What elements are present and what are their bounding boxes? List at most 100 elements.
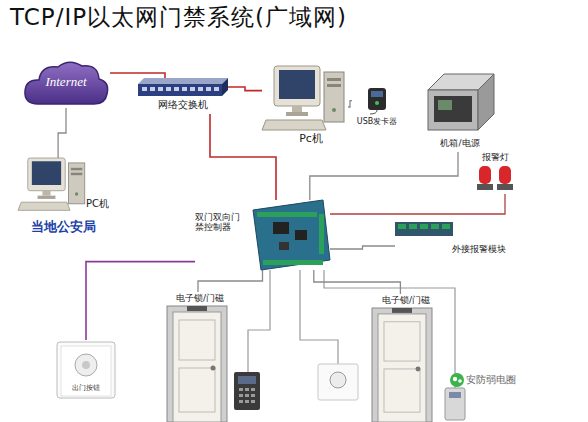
switch-icon-part <box>138 78 228 84</box>
module-icon-part <box>442 224 450 229</box>
node-label: 出门按钮 <box>55 384 117 392</box>
switch-icon-part <box>150 87 155 91</box>
key <box>251 394 255 397</box>
node-label: 机箱/电源 <box>426 138 494 148</box>
door-icon-part <box>179 320 215 360</box>
switch-icon-part <box>182 87 187 91</box>
pc-icon-part <box>324 72 344 122</box>
switch-icon-part <box>138 84 222 96</box>
access-controller: 双门双向门禁控制器 <box>195 200 330 270</box>
diagram-title: TCP/IP以太网门禁系统(广域网) <box>10 2 347 33</box>
key <box>245 388 249 391</box>
alarm-lamp: 报警灯 <box>470 150 520 194</box>
pc-icon-part <box>18 202 70 210</box>
module-icon-part <box>409 224 417 229</box>
key <box>239 400 243 403</box>
node-label: 电子锁/门磁 <box>374 295 438 305</box>
door-lock: 电子锁/门磁 <box>163 292 233 422</box>
board-icon-part <box>279 242 289 250</box>
alarm-module: 外接报警模块 <box>395 222 520 262</box>
chassis-icon-part <box>434 96 472 122</box>
wire-connector <box>314 270 401 294</box>
node-label: 外接报警模块 <box>439 244 519 254</box>
module-icon-part <box>431 224 439 229</box>
pc-icon <box>262 66 348 132</box>
board-icon-part <box>319 214 324 254</box>
pc-icon-part <box>71 173 82 175</box>
board-icon-part <box>253 200 330 270</box>
pc-icon-part <box>274 66 320 106</box>
board-icon-part <box>273 222 289 234</box>
reader-screen <box>449 392 461 398</box>
switch-icon-part <box>142 87 147 91</box>
key <box>251 400 255 403</box>
module-icon-part <box>420 224 428 229</box>
switch-icon-part <box>190 87 195 91</box>
door-icon-part <box>384 322 420 361</box>
wire-connector <box>110 73 165 78</box>
node-label: 双门双向门禁控制器 <box>195 212 245 233</box>
reader-keys <box>239 388 255 403</box>
wire-connector <box>330 194 505 214</box>
module-icon <box>395 222 453 236</box>
switch-icon-part <box>174 87 179 91</box>
reader-body <box>234 372 260 410</box>
door-icon-part <box>187 306 207 311</box>
door-icon-part <box>416 366 421 371</box>
internet-cloud: Internet <box>22 58 110 108</box>
exit-button: 出门按钮 <box>55 340 117 400</box>
pc-icon-part <box>279 70 315 99</box>
pc-icon-part <box>71 168 82 170</box>
board-icon <box>253 200 330 270</box>
switch-icon-part <box>214 87 219 91</box>
wire-connector <box>348 101 352 107</box>
pc-icon <box>18 158 88 212</box>
watermark-icon <box>450 373 464 387</box>
node-label: 当地公安局 <box>14 220 112 235</box>
board-icon-part <box>257 212 317 217</box>
wire-connector <box>310 152 458 200</box>
card-reader <box>234 372 260 410</box>
icon-circle <box>450 373 464 387</box>
door-icon-part <box>173 312 221 422</box>
switch-icon-part <box>166 87 171 91</box>
door-icon-part <box>179 368 215 412</box>
module-icon-part <box>395 222 453 236</box>
pc-icon-part <box>42 191 50 196</box>
pc-icon-part <box>292 106 302 112</box>
button-wire <box>300 270 338 364</box>
usb-icon-part <box>375 101 379 105</box>
plate <box>318 364 358 400</box>
usb-icon-part <box>371 91 383 97</box>
board-icon-part <box>295 230 307 240</box>
door-icon-part <box>167 306 227 422</box>
reader-body <box>445 388 465 420</box>
key <box>245 394 249 397</box>
node-label: 电子锁/门磁 <box>169 293 231 303</box>
board-icon-part <box>263 260 323 265</box>
pc-icon-part <box>327 78 341 81</box>
usb-icon <box>366 88 388 114</box>
pc-icon-part <box>38 196 56 199</box>
door-icon <box>372 308 432 422</box>
wire-connector <box>198 270 263 292</box>
key <box>239 394 243 397</box>
exitbtn-icon-part <box>75 354 97 376</box>
chassis-icon <box>424 70 494 134</box>
pc-icon-part <box>68 163 84 204</box>
pc-computer: Pc机 <box>262 66 348 148</box>
key <box>239 388 243 391</box>
switch-icon-part <box>198 87 203 91</box>
door-icon-part <box>211 366 216 371</box>
node-label: Internet <box>22 75 110 90</box>
pc-icon-part <box>75 192 78 195</box>
lamp-icon <box>473 166 517 192</box>
chassis-icon-part <box>438 100 452 110</box>
exit-button-plate <box>318 364 358 400</box>
card-reader <box>445 388 465 420</box>
icon-dot <box>458 379 462 383</box>
police-pc: PC机当地公安局 <box>14 158 112 240</box>
door-icon-part <box>372 308 432 422</box>
usb-card-issuer: USB发卡器 <box>352 88 402 130</box>
